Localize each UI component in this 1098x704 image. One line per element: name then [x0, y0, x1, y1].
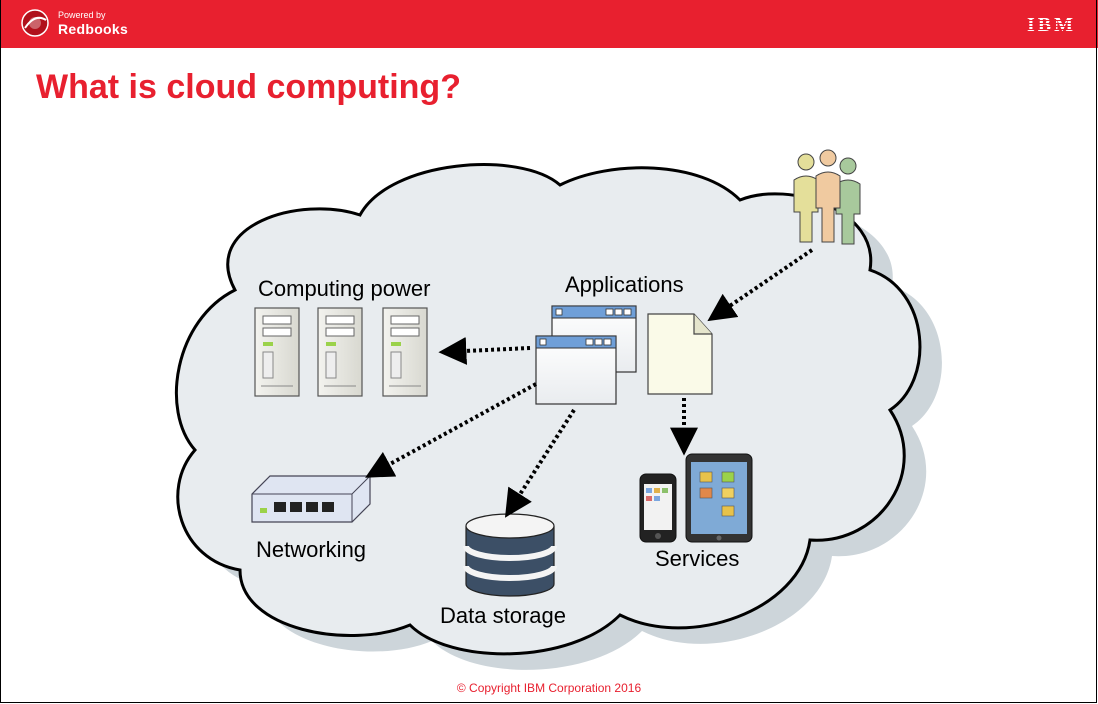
label-applications: Applications — [565, 272, 684, 297]
connector-arrows — [365, 248, 814, 518]
network-switch-icon — [251, 475, 371, 523]
server-icon-2 — [317, 307, 363, 397]
document-icon — [647, 313, 713, 395]
application-window-icon-front — [535, 335, 617, 405]
arrow-applications-to-storage — [504, 408, 576, 518]
brand-name: Redbooks — [58, 21, 129, 37]
database-icon — [463, 513, 557, 597]
copyright-footer: © Copyright IBM Corporation 2016 — [456, 681, 642, 695]
arrow-users-to-applications — [707, 248, 814, 322]
arrow-applications-to-computing — [438, 336, 531, 365]
server-icon-3 — [382, 307, 428, 397]
redbooks-logo[interactable]: Powered by Redbooks — [20, 6, 140, 42]
server-icon-1 — [254, 307, 300, 397]
label-data-storage: Data storage — [440, 603, 566, 628]
users-icon — [793, 149, 861, 245]
slide-title: What is cloud computing? — [36, 68, 461, 106]
powered-by-text: Powered by — [58, 10, 106, 20]
label-computing-power: Computing power — [258, 276, 431, 301]
tablet-icon — [685, 453, 753, 543]
redbooks-logo-icon — [21, 9, 49, 37]
label-services: Services — [655, 546, 740, 571]
arrow-applications-to-networking — [365, 382, 537, 478]
smartphone-icon — [639, 473, 677, 543]
label-networking: Networking — [256, 537, 367, 562]
